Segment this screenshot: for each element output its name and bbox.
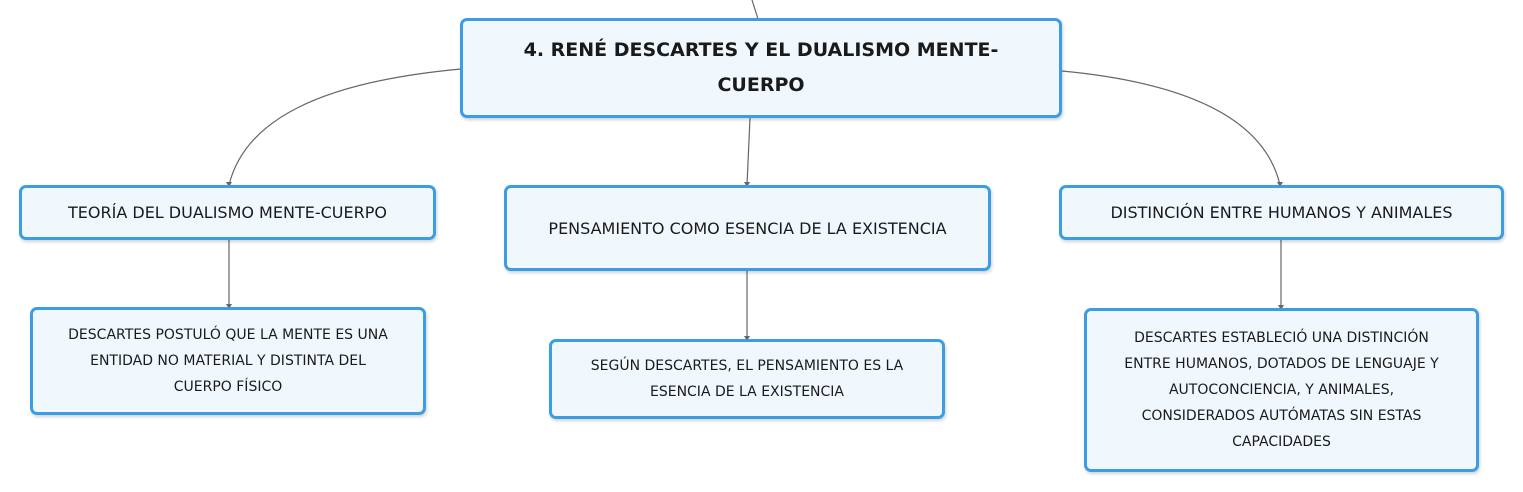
detail-node-thought-essence[interactable]: SEGÚN DESCARTES, EL PENSAMIENTO ES LA ES… — [549, 339, 945, 419]
topic-node-humans-animals[interactable]: DISTINCIÓN ENTRE HUMANOS Y ANIMALES — [1059, 185, 1504, 240]
arrowhead — [744, 182, 750, 187]
topic-label: DISTINCIÓN ENTRE HUMANOS Y ANIMALES — [1110, 203, 1453, 222]
central-topic-line-1: 4. RENÉ DESCARTES Y EL DUALISMO MENTE- — [523, 39, 999, 61]
connector-central-to-topic-2 — [746, 117, 751, 186]
detail-line: AUTOCONCIENCIA, Y ANIMALES, — [1168, 382, 1395, 398]
detail-node-mind-immaterial[interactable]: DESCARTES POSTULÓ QUE LA MENTE ES UNA EN… — [30, 307, 426, 415]
topic-node-thought-essence[interactable]: PENSAMIENTO COMO ESENCIA DE LA EXISTENCI… — [504, 185, 991, 271]
arrowhead — [226, 182, 232, 187]
detail-line: ENTIDAD NO MATERIAL Y DISTINTA DEL — [90, 353, 366, 369]
topic-label: PENSAMIENTO COMO ESENCIA DE LA EXISTENCI… — [548, 218, 947, 238]
detail-line: ENTRE HUMANOS, DOTADOS DE LENGUAJE Y — [1124, 356, 1439, 372]
detail-node-humans-vs-animals[interactable]: DESCARTES ESTABLECIÓ UNA DISTINCIÓN ENTR… — [1084, 308, 1479, 472]
detail-line: ESENCIA DE LA EXISTENCIA — [649, 384, 844, 400]
connector-central-to-topic-3 — [1061, 70, 1281, 186]
detail-line: CAPACIDADES — [1232, 434, 1331, 450]
connector-parent-to-central — [751, 0, 759, 20]
central-topic-line-2: CUERPO — [717, 74, 805, 96]
arrowhead — [1278, 305, 1284, 310]
connector-central-to-topic-1 — [228, 68, 462, 186]
arrowhead — [1277, 182, 1283, 187]
arrowhead — [226, 304, 232, 309]
detail-line: CONSIDERADOS AUTÓMATAS SIN ESTAS — [1141, 408, 1422, 424]
detail-line: DESCARTES ESTABLECIÓ UNA DISTINCIÓN — [1134, 330, 1429, 346]
arrowhead — [744, 336, 750, 341]
topic-node-dualism-theory[interactable]: TEORÍA DEL DUALISMO MENTE-CUERPO — [19, 185, 436, 240]
detail-line: CUERPO FÍSICO — [173, 379, 283, 395]
topic-label: TEORÍA DEL DUALISMO MENTE-CUERPO — [68, 203, 387, 222]
detail-line: DESCARTES POSTULÓ QUE LA MENTE ES UNA — [68, 327, 388, 343]
detail-line: SEGÚN DESCARTES, EL PENSAMIENTO ES LA — [590, 358, 904, 374]
central-topic-node[interactable]: 4. RENÉ DESCARTES Y EL DUALISMO MENTE- C… — [460, 18, 1062, 118]
